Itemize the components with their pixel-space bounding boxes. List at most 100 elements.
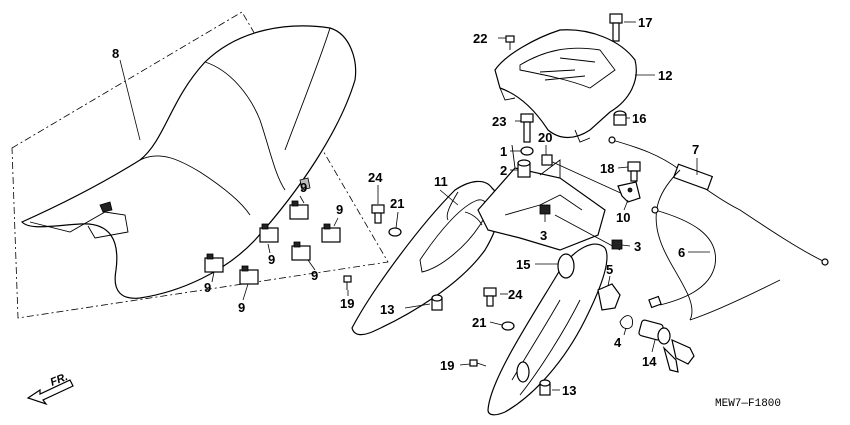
bolt-23	[520, 113, 534, 143]
rear-grab-rail	[494, 29, 637, 143]
cushion-9e	[204, 253, 224, 273]
cushion-9b	[321, 223, 341, 243]
callout-9b: 9	[336, 202, 343, 217]
rubber-13b	[539, 379, 551, 396]
callout-23: 23	[492, 114, 506, 129]
cable-6-end	[648, 295, 662, 309]
grab-rail-ribs	[539, 57, 596, 81]
cushion-9a	[289, 200, 309, 220]
cushion-9d	[291, 241, 311, 261]
seat-outline	[20, 25, 357, 299]
seat-hook	[99, 201, 113, 213]
callout-24b: 24	[508, 287, 523, 302]
callout-7: 7	[692, 142, 699, 157]
cable-7-branch	[655, 169, 693, 321]
callout-22: 22	[473, 31, 487, 46]
collar-16	[613, 110, 627, 126]
callout-10: 10	[616, 210, 630, 225]
callout-21a: 21	[390, 196, 404, 211]
callout-5: 5	[606, 262, 613, 277]
callout-20: 20	[538, 130, 552, 145]
bracket-leader-a	[547, 159, 626, 196]
callout-18: 18	[600, 161, 614, 176]
nut-3a	[539, 204, 551, 215]
seat-pillion-contour	[204, 61, 286, 191]
callout-2: 2	[500, 163, 507, 178]
bracket-stay-a	[511, 144, 561, 178]
bracket-stay-b	[504, 194, 583, 216]
bolt-24a	[371, 204, 385, 224]
callout-3a: 3	[540, 228, 547, 243]
collar-2	[517, 159, 531, 178]
left-cover-rib	[446, 191, 483, 226]
screw-19b	[469, 359, 487, 367]
callout-14: 14	[642, 354, 657, 369]
key-cylinder-14	[638, 319, 695, 373]
washer-21a	[388, 227, 402, 237]
callout-9a: 9	[300, 180, 307, 195]
callout-13a: 13	[380, 302, 394, 317]
right-cover-lower-boss	[516, 361, 530, 383]
bolt-18	[627, 161, 641, 182]
callout-4: 4	[614, 335, 622, 350]
diagram-code: MEW7—F1800	[715, 398, 781, 410]
clip-4	[619, 315, 633, 330]
callout-3b: 3	[634, 239, 641, 254]
callout-17: 17	[638, 15, 652, 30]
rubber-20	[541, 154, 553, 166]
seat-assembly	[11, 11, 389, 319]
grab-rail-outline	[494, 29, 637, 139]
nut-3b	[611, 239, 623, 250]
lock-holder-5	[597, 283, 621, 311]
callouts: 8 9 9 9 9 9 9 24 21 19 11 13 22 17 12 16…	[112, 15, 699, 398]
seat-cushions	[204, 200, 341, 285]
cable-7	[611, 139, 826, 263]
callout-15: 15	[516, 257, 530, 272]
right-cover-boss	[557, 253, 575, 279]
callout-16: 16	[632, 111, 646, 126]
seat-rider-contour	[139, 155, 251, 216]
cable-6	[654, 209, 716, 306]
callout-9d: 9	[311, 268, 318, 283]
callout-24a: 24	[368, 170, 383, 185]
seat-underside	[29, 211, 129, 239]
callout-8: 8	[112, 46, 119, 61]
front-direction-marker: FR.	[26, 371, 74, 406]
fasteners	[343, 13, 641, 396]
seat-tab	[299, 177, 311, 191]
callout-13b: 13	[562, 383, 576, 398]
callout-11: 11	[434, 174, 448, 189]
front-arrow-icon	[26, 379, 74, 406]
screw-19a	[343, 275, 352, 290]
washer-1	[520, 146, 534, 156]
right-side-cover	[487, 243, 608, 416]
bolt-24b	[483, 287, 497, 307]
callout-9e: 9	[204, 280, 211, 295]
seat-group-box	[11, 11, 389, 319]
callout-9f: 9	[238, 300, 245, 315]
callout-19a: 19	[340, 296, 354, 311]
cushion-9c	[259, 223, 279, 243]
seat-lock-assembly	[597, 136, 829, 373]
callout-19b: 19	[440, 358, 454, 373]
seat-rear-edge	[284, 27, 331, 151]
rubber-13a	[431, 294, 443, 311]
callout-6: 6	[678, 245, 685, 260]
key-icon	[671, 338, 695, 365]
cable-7-sleeve	[672, 163, 714, 191]
washer-21b	[501, 321, 515, 331]
callout-1: 1	[500, 144, 507, 159]
callout-21b: 21	[472, 315, 486, 330]
cushion-9f	[239, 265, 259, 285]
screw-22	[505, 35, 515, 50]
callout-12: 12	[658, 68, 672, 83]
bolt-17	[609, 13, 623, 42]
cable-6-lower	[689, 279, 781, 321]
grab-rail-leg-left	[499, 87, 516, 101]
bracket-leader-b	[554, 214, 621, 251]
callout-9c: 9	[268, 252, 275, 267]
leader-lines	[119, 21, 710, 391]
grab-rail-leg-right	[574, 129, 591, 143]
grab-rail-top-panel	[519, 47, 616, 89]
